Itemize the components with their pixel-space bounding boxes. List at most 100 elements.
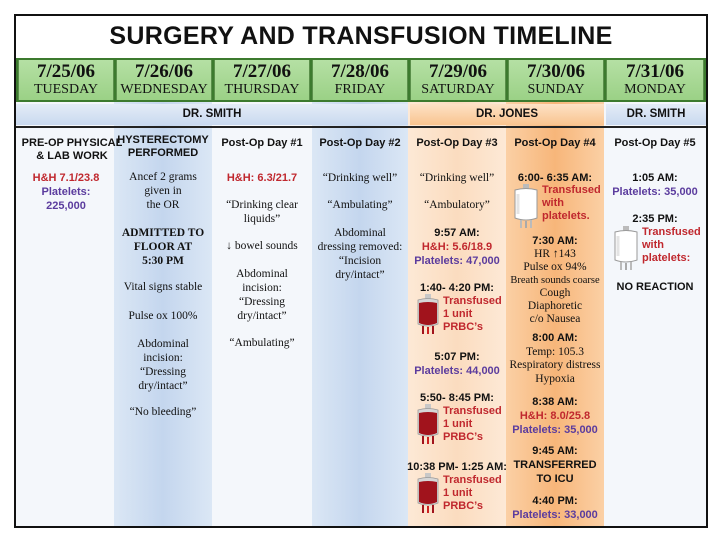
c3-liquids: “Drinking clear liquids” [212,198,312,226]
c5-time-1038: 10:38 PM- 1:25 AM: [407,461,507,473]
c6-time-838: 8:38 AM: [532,396,578,408]
weekday-label: WEDNESDAY [120,82,208,97]
c3-liquids-1: “Drinking clear [226,199,298,211]
c4-abd-3: “Incision [338,255,382,267]
c7-no-reaction: NO REACTION [616,281,694,293]
c4-abd-1: Abdominal [334,227,386,239]
c1-header-line2: & LAB WORK [36,150,108,162]
c2-admitted-3: 5:30 PM [142,255,184,267]
c2-abdominal: Abdominal incision: “Dressing dry/intact… [114,337,212,393]
c7-tx-3: platelets: [642,252,691,264]
c3-abd-3: “Dressing [239,296,285,308]
platelet-bag-icon [614,226,638,270]
doctor-label-jones: DR. JONES [410,104,604,125]
c6-resp: Respiratory distress [509,359,601,371]
c5-tx1-2: 1 unit [443,308,473,320]
c6-hh: H&H: 8.0/25.8 [519,410,591,422]
c5-tx2-1: Transfused [443,405,502,417]
c6-platelets-2: Platelets: 33,000 [512,509,598,521]
date-label: 7/28/06 [330,61,390,82]
page-title: SURGERY AND TRANSFUSION TIMELINE [109,22,613,50]
c5-tx1-1: Transfused [443,295,502,307]
platelet-bag-icon [514,184,538,228]
c1-header-line1: PRE-OP PHYSICAL [21,137,123,149]
c6-time-440: 4:40 PM: [532,495,578,507]
weekday-label: TUESDAY [33,82,99,97]
c6-header: Post-Op Day #4 [514,137,596,149]
c4-abd-4: dry/intact” [335,269,385,281]
c4-dressing: Abdominal dressing removed: “Incision dr… [310,226,410,282]
weekday-label: SUNDAY [527,82,585,97]
timeline-frame [14,14,708,528]
c7-tx-1: Transfused [642,226,701,238]
c6-breath: Breath sounds coarse [510,275,600,286]
c6-temp: Temp: 105.3 [526,345,584,358]
c5-drinking: “Drinking well” [419,172,495,184]
c3-abd-2: incision: [242,282,282,294]
c2-ancef-1: Ancef 2 grams [129,171,197,183]
c4-header: Post-Op Day #2 [319,137,401,149]
blood-bag-icon [417,473,439,513]
blood-bag-icon [417,404,439,444]
c5-time-957: 9:57 AM: [434,227,480,239]
c6-transfusion: Transfused with platelets. [542,184,601,223]
c5-507: 5:07 PM: Platelets: 44,000 [408,350,506,378]
column-friday-bg [312,102,408,526]
date-label: 7/25/06 [36,61,96,82]
c5-platelets-1: Platelets: 47,000 [414,255,500,267]
c6-800: 8:00 AM: Temp: 105.3 Respiratory distres… [504,332,606,386]
c2-abd-2: incision: [143,352,183,364]
c6-icu-2: TO ICU [536,473,574,485]
c3-abd-1: Abdominal [236,268,288,280]
date-label: 7/27/06 [232,61,292,82]
c2-admitted: ADMITTED TO FLOOR AT 5:30 PM [114,226,212,268]
column-monday-bg [604,102,706,526]
c2-header: HYSTERECTOMY PERFORMED [114,134,212,160]
c5-header: Post-Op Day #3 [416,137,498,149]
c6-838: 8:38 AM: H&H: 8.0/25.8 Platelets: 35,000 [504,395,606,437]
c2-abd-1: Abdominal [137,338,189,350]
c6-time-945: 9:45 AM: [532,445,578,457]
c6-icu-1: TRANSFERRED [513,459,597,471]
c4-abd-2: dressing removed: [317,241,403,253]
c2-vital: Vital signs stable [123,281,203,293]
c6-pulse: Pulse ox 94% [523,261,587,273]
c5-tx3-3: PRBC’s [443,500,483,512]
c5-957: 9:57 AM: H&H: 5.6/18.9 Platelets: 47,000 [408,226,506,268]
column-wednesday-bg [114,102,212,526]
c3-abdominal: Abdominal incision: “Dressing dry/intact… [212,267,312,323]
c5-hh: H&H: 5.6/18.9 [421,241,493,253]
c6-tx-1: Transfused [542,184,601,196]
c2-bleeding: “No bleeding” [129,406,197,418]
c1-labs: H&H 7.1/23.8 Platelets: 225,000 [18,171,114,213]
c2-ancef-2: given in [144,185,182,197]
weekday-label: SATURDAY [421,82,495,97]
c7-time-235: 2:35 PM: [632,213,678,225]
c3-abd-4: dry/intact” [237,310,287,322]
c6-hr: HR ↑143 [534,248,576,260]
doctor-row-divider [16,126,706,128]
c6-945: 9:45 AM: TRANSFERRED TO ICU [504,444,606,486]
weekday-label: MONDAY [624,82,686,97]
column-tuesday-bg [16,102,114,526]
c1-hh: H&H 7.1/23.8 [32,172,100,184]
date-label: 7/30/06 [526,61,586,82]
c5-time-140: 1:40- 4:20 PM: [420,282,494,294]
c2-abd-3: “Dressing [140,366,186,378]
c2-pulse: Pulse ox 100% [128,310,198,322]
column-thursday-bg [212,102,312,526]
c5-tx1-3: PRBC’s [443,321,483,333]
c5-transfusion-1: Transfused 1 unit PRBC’s [443,295,502,334]
c7-time-105: 1:05 AM: [632,172,678,184]
weekday-label: THURSDAY [224,82,300,97]
c7-transfusion: Transfused with platelets: [642,226,701,265]
blood-bag-icon [417,294,439,334]
date-label: 7/31/06 [625,61,685,82]
c5-ambulatory: “Ambulatory” [424,199,490,211]
c3-liquids-2: liquids” [243,213,281,225]
doctor-label-smith-1: DR. SMITH [16,104,408,125]
